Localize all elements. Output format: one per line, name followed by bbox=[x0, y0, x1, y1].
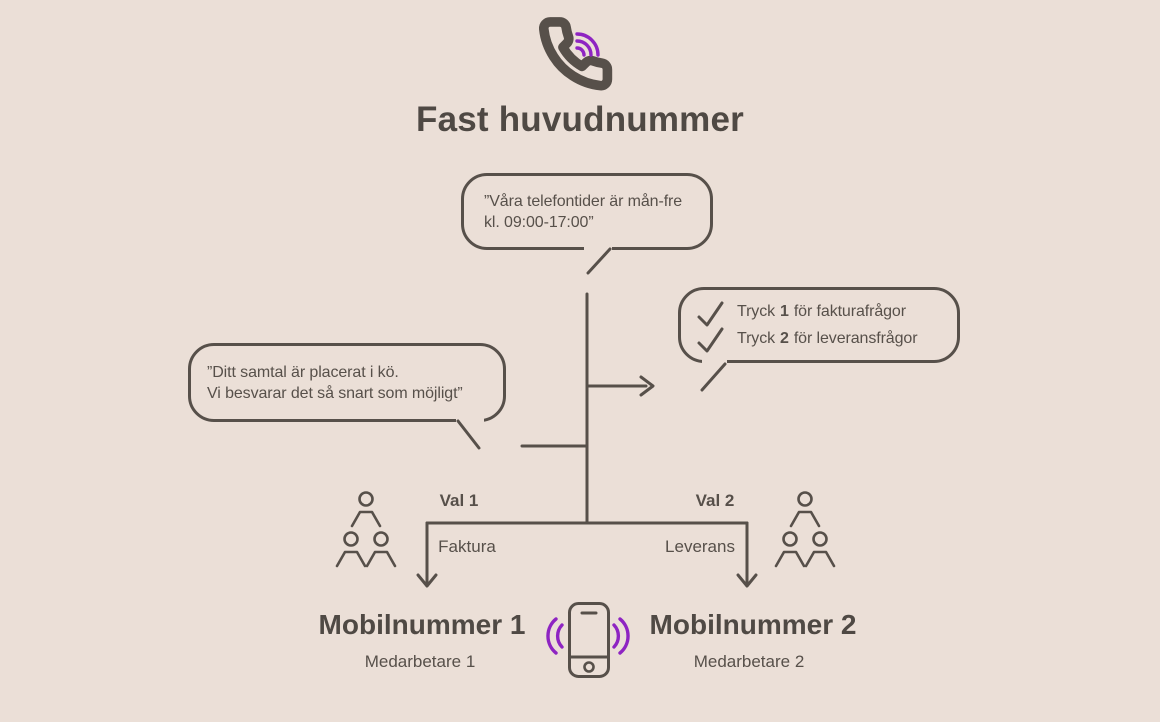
menu-option-2-suffix: för leveransfrågor bbox=[793, 329, 918, 347]
queue-line-2: Vi besvarar det så snart som möjligt” bbox=[207, 384, 463, 402]
topic-1-label: Faktura bbox=[438, 537, 496, 556]
left-down-arrowhead-icon bbox=[416, 573, 438, 588]
choice-2-label: Val 2 bbox=[695, 491, 735, 510]
menu-option-2: Tryck 2 för leveransfrågor bbox=[737, 328, 957, 350]
ring-signal-icon bbox=[575, 32, 600, 57]
bottom-edge-strip bbox=[0, 722, 1160, 725]
phone-handset-icon bbox=[538, 17, 613, 91]
menu-option-1-prefix: Tryck bbox=[737, 302, 776, 320]
menu-option-1: Tryck 1 för fakturafrågor bbox=[737, 301, 957, 323]
hours-line-2: kl. 09:00-17:00” bbox=[484, 213, 594, 231]
destination-1-subtitle: Medarbetare 1 bbox=[364, 652, 476, 671]
menu-option-1-suffix: för fakturafrågor bbox=[793, 302, 906, 320]
speech-bubble-menu: Tryck 1 för fakturafrågor Tryck 2 för le… bbox=[678, 287, 960, 363]
speech-bubble-queue: ”Ditt samtal är placerat i kö. Vi besvar… bbox=[188, 343, 506, 422]
hours-bubble-tail bbox=[586, 247, 612, 275]
destination-1-title: Mobilnummer 1 bbox=[318, 609, 526, 640]
menu-bubble-tail bbox=[700, 362, 727, 392]
queue-line-1: ”Ditt samtal är placerat i kö. bbox=[207, 363, 399, 381]
speech-bubble-hours: ”Våra telefontider är mån-fre kl. 09:00-… bbox=[461, 173, 713, 250]
choice-1-label: Val 1 bbox=[439, 491, 479, 510]
menu-option-2-prefix: Tryck bbox=[737, 329, 776, 347]
page-title: Fast huvudnummer bbox=[416, 100, 744, 139]
queue-bubble-tail bbox=[456, 419, 481, 450]
hours-line-1: ”Våra telefontider är mån-fre bbox=[484, 192, 683, 210]
destination-2-title: Mobilnummer 2 bbox=[649, 609, 857, 640]
team-icon-right bbox=[776, 493, 834, 567]
destination-2-subtitle: Medarbetare 2 bbox=[693, 652, 805, 671]
right-arrowhead-icon bbox=[639, 375, 655, 397]
right-down-arrowhead-icon bbox=[736, 573, 758, 588]
menu-option-2-number: 2 bbox=[780, 329, 789, 347]
menu-option-1-number: 1 bbox=[780, 302, 789, 320]
topic-2-label: Leverans bbox=[665, 537, 735, 556]
team-icon-left bbox=[337, 493, 395, 567]
